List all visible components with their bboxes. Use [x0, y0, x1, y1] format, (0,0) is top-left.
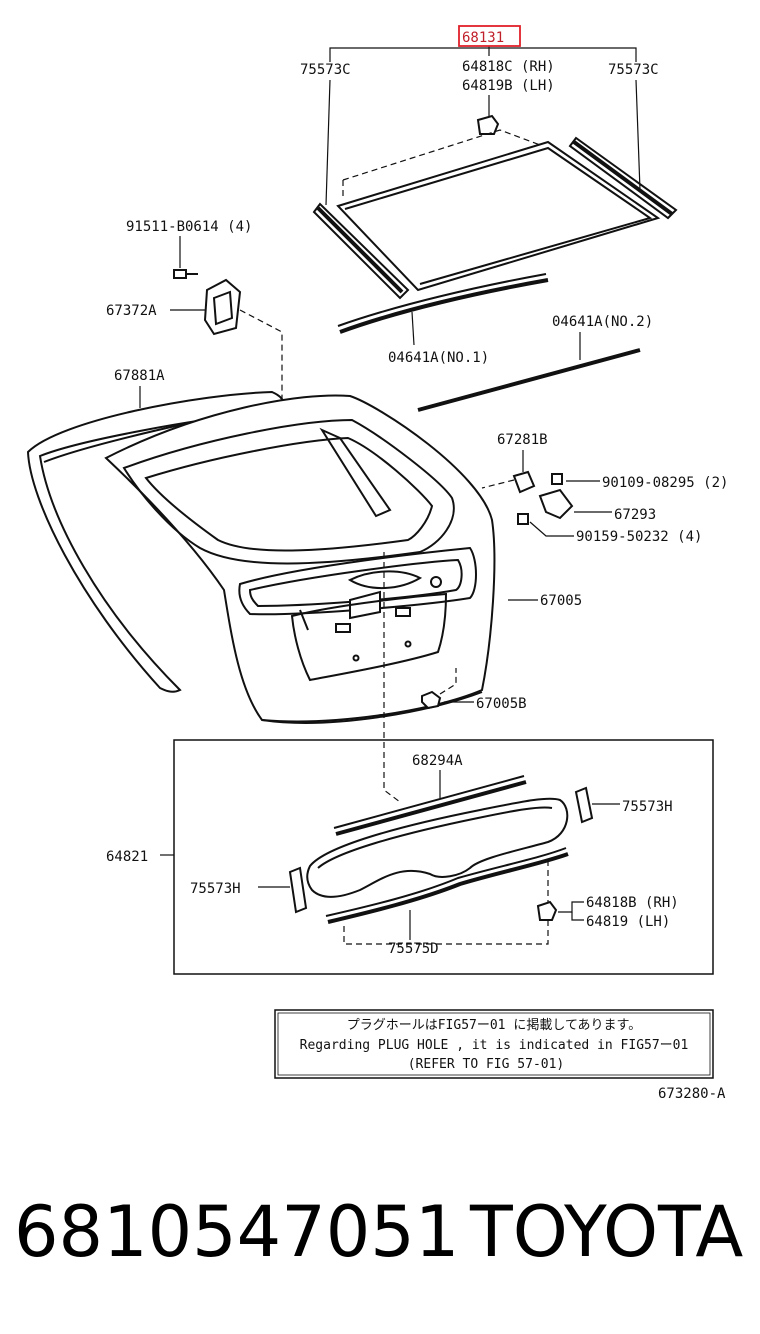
- label-64818c[interactable]: 64818C (RH): [462, 59, 555, 75]
- label-67293[interactable]: 67293: [614, 507, 656, 523]
- figure-ref-code: 673280-A: [658, 1086, 726, 1102]
- weatherstrips: 04641A(NO.1) 04641A(NO.2): [337, 273, 653, 412]
- label-90159[interactable]: 90159-50232 (4): [576, 529, 702, 545]
- back-door-group: 67881A 67005 67005B: [26, 368, 582, 803]
- note-line-1: プラグホールはFIG57ー01 に掲載してあります。: [347, 1017, 642, 1033]
- label-75573c-right[interactable]: 75573C: [608, 62, 659, 78]
- hinge-67372a: [203, 278, 242, 336]
- label-67281b[interactable]: 67281B: [497, 432, 548, 448]
- label-67372a[interactable]: 67372A: [106, 303, 157, 319]
- highlight-box: [458, 25, 521, 47]
- back-door-glass: [336, 140, 661, 292]
- label-67005[interactable]: 67005: [540, 593, 582, 609]
- label-64819[interactable]: 64819 (LH): [586, 914, 670, 930]
- label-75575d[interactable]: 75575D: [388, 941, 439, 957]
- stopper-group: 67281B 90109-08295 (2) 67293 90159-50232…: [481, 432, 728, 545]
- label-04641a-no1[interactable]: 04641A(NO.1): [388, 350, 489, 366]
- back-door-panel: [104, 394, 496, 723]
- glass-group: 68131 75573C 64818C (RH) 64819B (LH) 755…: [300, 25, 678, 300]
- label-68131[interactable]: 68131: [462, 30, 504, 46]
- note-box: プラグホールはFIG57ー01 に掲載してあります。 Regarding PLU…: [274, 1009, 714, 1079]
- note-line-3: (REFER TO FIG 57-01): [408, 1057, 565, 1072]
- label-90109[interactable]: 90109-08295 (2): [602, 475, 728, 491]
- label-75573c-left[interactable]: 75573C: [300, 62, 351, 78]
- note-line-2: Regarding PLUG HOLE , it is indicated in…: [300, 1038, 689, 1053]
- label-75573h-right[interactable]: 75573H: [622, 799, 673, 815]
- label-64819b[interactable]: 64819B (LH): [462, 78, 555, 94]
- brand-name: TOYOTA: [469, 1191, 743, 1273]
- hinge-group: 91511-B0614 (4) 67372A: [106, 219, 283, 590]
- label-75573h-left[interactable]: 75573H: [190, 881, 241, 897]
- garnish-panel: [306, 797, 569, 898]
- label-67881a[interactable]: 67881A: [114, 368, 165, 384]
- label-64818b[interactable]: 64818B (RH): [586, 895, 679, 911]
- door-weatherstrip: [26, 390, 284, 693]
- label-68294a[interactable]: 68294A: [412, 753, 463, 769]
- label-04641a-no2[interactable]: 04641A(NO.2): [552, 314, 653, 330]
- label-67005b[interactable]: 67005B: [476, 696, 527, 712]
- label-64821[interactable]: 64821: [106, 849, 148, 865]
- garnish-box: 64821 68294A 75573H 75573H 75575D 64818B…: [106, 739, 714, 975]
- part-number: 6810547051: [14, 1191, 459, 1273]
- label-91511[interactable]: 91511-B0614 (4): [126, 219, 252, 235]
